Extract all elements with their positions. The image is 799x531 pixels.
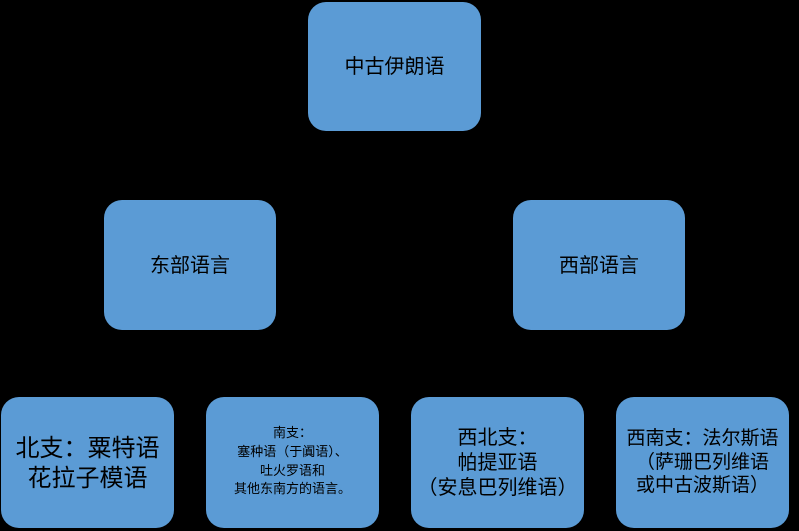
node-northwestern-branch: 西北支： 帕提亚语 （安息巴列维语）: [411, 397, 584, 528]
node-western-languages: 西部语言: [513, 200, 685, 330]
node-line: 西南支：法尔斯语: [626, 426, 779, 449]
node-eastern-languages: 东部语言: [104, 200, 276, 330]
node-line: 吐火罗语和: [259, 463, 325, 479]
node-southern-branch: 南支： 塞种语（于阗语）、 吐火罗语和 其他东南方的语言。: [206, 397, 379, 528]
node-label: 东部语言: [150, 252, 230, 277]
node-line: 北支：粟特语: [15, 433, 160, 462]
node-line: 花拉子模语: [27, 463, 148, 492]
node-line: 或中古波斯语）: [635, 474, 769, 497]
node-northern-branch: 北支：粟特语 花拉子模语: [1, 397, 174, 528]
node-line: 其他东南方的语言。: [233, 482, 351, 498]
node-line: 塞种语（于阗语）、: [237, 444, 348, 460]
node-line: 南支：: [272, 425, 312, 441]
node-label: 中古伊朗语: [344, 54, 445, 78]
node-line: （安息巴列维语）: [417, 475, 578, 499]
node-southwestern-branch: 西南支：法尔斯语 （萨珊巴列维语 或中古波斯语）: [616, 397, 789, 528]
node-line: 帕提亚语: [457, 450, 538, 474]
node-middle-iranian: 中古伊朗语: [308, 2, 481, 131]
node-label: 西部语言: [559, 252, 639, 277]
node-line: 西北支：: [457, 425, 538, 449]
node-line: （萨珊巴列维语: [635, 450, 769, 473]
